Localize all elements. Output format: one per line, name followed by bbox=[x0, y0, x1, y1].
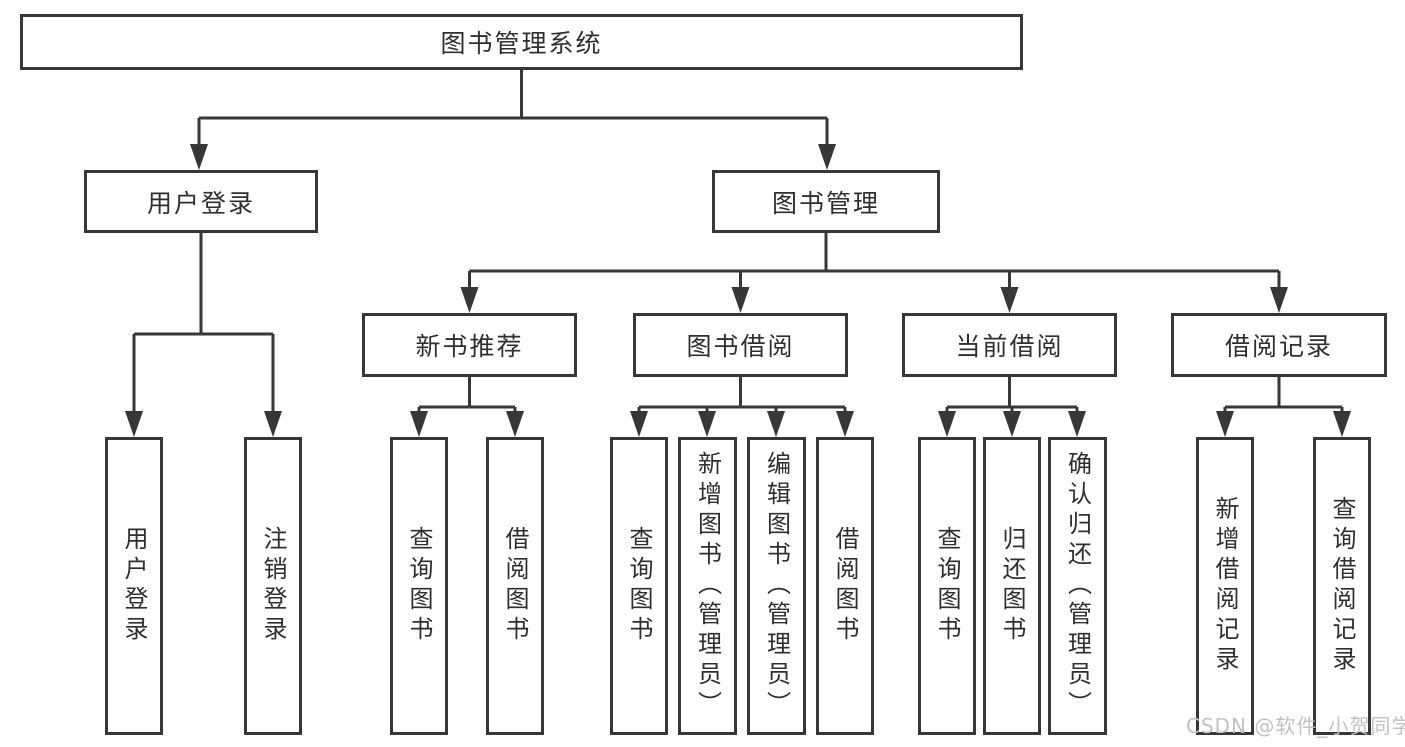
connector-book-borrow-split bbox=[630, 377, 854, 437]
node-book-borrow: 图书借阅 bbox=[633, 313, 848, 377]
node-leaf-edit-books-admin: 编辑图书（管理员） bbox=[747, 437, 806, 735]
node-leaf-borrow-books: 借阅图书 bbox=[816, 437, 874, 735]
connector-current-borrow-split bbox=[938, 377, 1086, 437]
node-root: 图书管理系统 bbox=[20, 14, 1023, 70]
node-leaf-logout: 注销登录 bbox=[244, 437, 302, 735]
node-borrow-records: 借阅记录 bbox=[1171, 313, 1387, 377]
node-leaf-query-books-rec-label: 查询图书 bbox=[405, 526, 433, 646]
node-leaf-add-books-admin: 新增图书（管理员） bbox=[678, 437, 737, 735]
node-leaf-borrow-books-rec: 借阅图书 bbox=[486, 437, 544, 735]
node-leaf-add-borrow-record-label: 新增借阅记录 bbox=[1211, 496, 1239, 676]
node-leaf-borrow-books-label: 借阅图书 bbox=[831, 526, 859, 646]
node-book-borrow-label: 图书借阅 bbox=[686, 332, 795, 361]
node-leaf-add-borrow-record: 新增借阅记录 bbox=[1196, 437, 1254, 735]
node-leaf-query-borrow-record: 查询借阅记录 bbox=[1313, 437, 1371, 735]
node-user-login: 用户登录 bbox=[84, 170, 318, 233]
node-book-mgmt: 图书管理 bbox=[712, 170, 940, 233]
connector-borrow-records-split bbox=[1216, 377, 1351, 437]
node-current-borrow: 当前借阅 bbox=[902, 313, 1117, 377]
node-leaf-return-books: 归还图书 bbox=[983, 437, 1041, 735]
csdn-watermark: CSDN @软件_小贺同学 bbox=[1186, 714, 1405, 738]
node-leaf-confirm-return-admin-label: 确认归还（管理员） bbox=[1063, 451, 1092, 721]
node-user-login-label: 用户登录 bbox=[146, 188, 255, 218]
connector-user-login-split bbox=[125, 233, 282, 437]
node-leaf-query-books-borrow-label: 查询图书 bbox=[625, 526, 653, 646]
node-leaf-edit-books-admin-label: 编辑图书（管理员） bbox=[762, 451, 791, 721]
node-leaf-query-books-current-label: 查询图书 bbox=[933, 526, 961, 646]
node-current-borrow-label: 当前借阅 bbox=[955, 332, 1064, 361]
node-leaf-query-books-current: 查询图书 bbox=[918, 437, 976, 735]
node-leaf-query-books-borrow: 查询图书 bbox=[610, 437, 668, 735]
node-leaf-borrow-books-rec-label: 借阅图书 bbox=[501, 526, 529, 646]
node-root-label: 图书管理系统 bbox=[440, 29, 603, 58]
connector-new-book-rec-split bbox=[410, 377, 524, 437]
connector-book-mgmt-split bbox=[460, 233, 1288, 313]
node-leaf-user-login: 用户登录 bbox=[105, 437, 163, 735]
node-new-book-rec: 新书推荐 bbox=[362, 313, 577, 377]
connector-root-to-level1 bbox=[190, 70, 836, 170]
node-leaf-query-borrow-record-label: 查询借阅记录 bbox=[1328, 496, 1356, 676]
node-leaf-user-login-label: 用户登录 bbox=[120, 526, 148, 646]
node-leaf-query-books-rec: 查询图书 bbox=[390, 437, 448, 735]
node-leaf-return-books-label: 归还图书 bbox=[998, 526, 1026, 646]
node-leaf-confirm-return-admin: 确认归还（管理员） bbox=[1048, 437, 1107, 735]
node-leaf-logout-label: 注销登录 bbox=[259, 526, 287, 646]
node-borrow-records-label: 借阅记录 bbox=[1224, 332, 1333, 361]
node-new-book-rec-label: 新书推荐 bbox=[415, 332, 524, 361]
node-book-mgmt-label: 图书管理 bbox=[771, 188, 880, 218]
node-leaf-add-books-admin-label: 新增图书（管理员） bbox=[693, 451, 722, 721]
